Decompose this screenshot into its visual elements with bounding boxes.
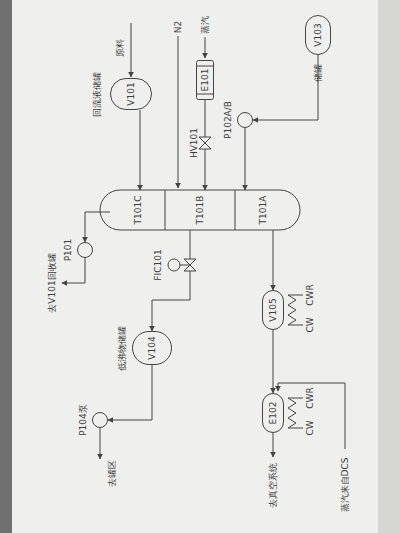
process-line [152, 230, 190, 331]
discharge-line [100, 428, 101, 459]
pump-outline [77, 242, 93, 258]
process-line [273, 330, 274, 393]
process-line [273, 230, 274, 290]
equipment-name: 储罐 [314, 64, 323, 82]
equipment-tag: V101 [127, 82, 136, 105]
tube-sheet [197, 66, 214, 67]
equipment-name: 低沸物储罐 [118, 326, 127, 371]
equipment-tag: T101C [133, 196, 142, 225]
column-shell [100, 190, 300, 230]
storage-tank: V103储罐 [305, 15, 331, 55]
stream-label: 蒸汽来自DCS [341, 458, 350, 513]
instrument-bubble [168, 259, 180, 271]
nitrogen-line [178, 36, 179, 188]
equipment-tag: P102A/B [224, 101, 233, 139]
vessel-body [111, 79, 152, 110]
equipment-tag: V103 [314, 23, 323, 46]
feed-line [131, 23, 132, 77]
storage-tank-body [306, 16, 331, 55]
equipment-tag: P101 [64, 239, 73, 262]
binding-edge [0, 0, 12, 533]
pump-outline [237, 112, 253, 128]
equipment-tag: T101A [258, 196, 267, 225]
stream-label: 蒸汽 [201, 16, 210, 34]
process-line [108, 365, 152, 420]
process-line [140, 110, 141, 190]
process-line [253, 55, 318, 120]
stream-label: 去真空系统 [269, 463, 278, 508]
next-page [378, 0, 400, 533]
stream-label: CWR [306, 284, 315, 305]
steam-supply-line [278, 383, 345, 449]
equipment-tag: P104泵 [79, 404, 88, 436]
storage-tank-body [133, 332, 172, 365]
coil-lead [288, 295, 303, 296]
equipment-tag: E102 [269, 402, 278, 425]
column-section: T101B [165, 190, 235, 230]
pump: P102A/B [237, 112, 253, 128]
stream-label: 原料 [116, 39, 125, 57]
coil-lead [288, 325, 303, 326]
instrument-stem [180, 265, 190, 266]
process-line [245, 128, 246, 190]
steam-line [205, 37, 206, 58]
heat-exchanger-body [197, 61, 214, 100]
equipment-tag: E101 [201, 69, 210, 92]
equipment-tag: T101B [196, 196, 205, 225]
heating-coil [288, 398, 296, 428]
storage-tank: V104低沸物储罐 [132, 331, 172, 365]
stream-label: 回流液储罐 [93, 72, 102, 117]
pump: P104泵 [92, 412, 108, 428]
stream-label: FIC101 [154, 249, 163, 280]
pump-symbol [238, 113, 253, 128]
heat-exchanger: E101 [196, 60, 214, 100]
vessel: V101 [110, 78, 152, 110]
column-section: T101A [235, 190, 290, 230]
connector-group [85, 55, 318, 420]
heat-exchanger-body [263, 394, 284, 433]
stream-label: HV101 [190, 128, 199, 158]
stream-label: CWR [306, 387, 315, 408]
stream-label: N2 [174, 21, 183, 33]
pump-symbol [93, 413, 108, 428]
process-line [85, 212, 110, 242]
cooling-coil [288, 295, 296, 325]
discharge-line [62, 258, 85, 283]
column-divider [235, 190, 236, 230]
column-section: T101C [110, 190, 165, 230]
vacuum-line [273, 433, 274, 457]
stream-label: 去罐区 [108, 460, 117, 487]
stream-label: CW [306, 420, 315, 435]
tube-sheet [197, 94, 214, 95]
pump: P101 [77, 242, 93, 258]
equipment-tag: V105 [269, 298, 278, 321]
equipment-tag: V104 [148, 336, 157, 359]
column-divider [165, 190, 166, 230]
pump-symbol [78, 243, 93, 258]
stream-label: 去V101回收罐 [48, 253, 57, 312]
pump-outline [92, 412, 108, 428]
coil-lead [288, 428, 303, 429]
coil-lead [288, 398, 303, 399]
vessel: V105 [262, 290, 284, 330]
heat-exchanger: E102 [262, 393, 284, 433]
control-valve [199, 137, 211, 149]
vessel-body [263, 291, 284, 330]
stream-label: CW [306, 317, 315, 332]
